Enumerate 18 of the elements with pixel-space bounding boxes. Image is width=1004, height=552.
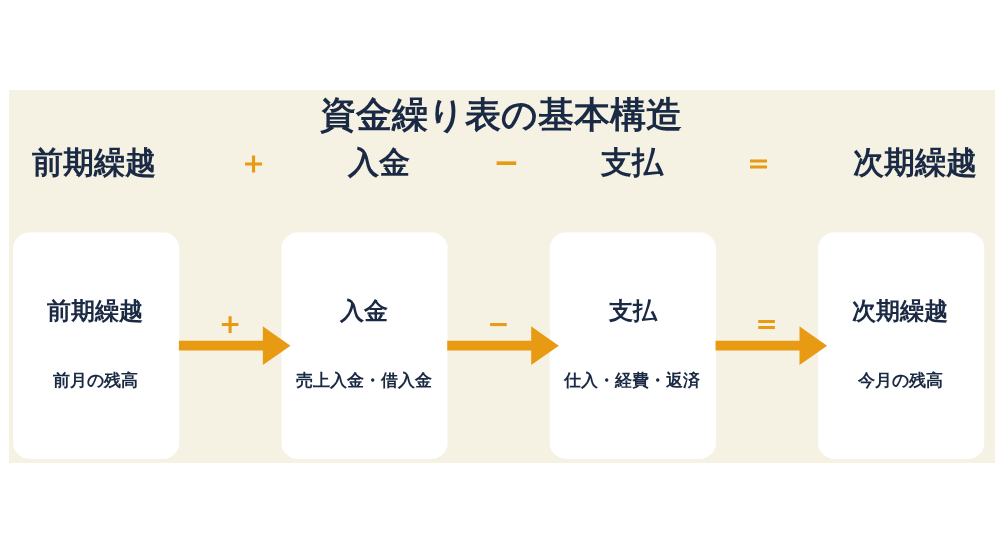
label: ＋ [237, 143, 269, 180]
node-box: 前期繰越 前月の残高 [13, 232, 180, 459]
node-box: 支払 仕入・経費・返済 [549, 232, 716, 459]
label: 支払 [600, 143, 663, 180]
node-box: 入金 売上入金・借入金 [281, 232, 448, 459]
arrow [715, 325, 828, 365]
arrow [178, 325, 291, 365]
label: 次期繰越 [853, 143, 978, 180]
node-box: 次期繰越 今月の残高 [818, 232, 985, 459]
label: 前期繰越 [32, 143, 157, 180]
label: − [493, 143, 520, 180]
edge-label: − [487, 307, 510, 339]
edge-label: = [755, 307, 778, 339]
edge-label: + [218, 307, 242, 339]
diagram-title: 資金繰り表の基本構造 [320, 93, 683, 136]
arrow [447, 325, 559, 365]
label: 入金 [348, 143, 411, 180]
label: ＝ [742, 143, 774, 180]
